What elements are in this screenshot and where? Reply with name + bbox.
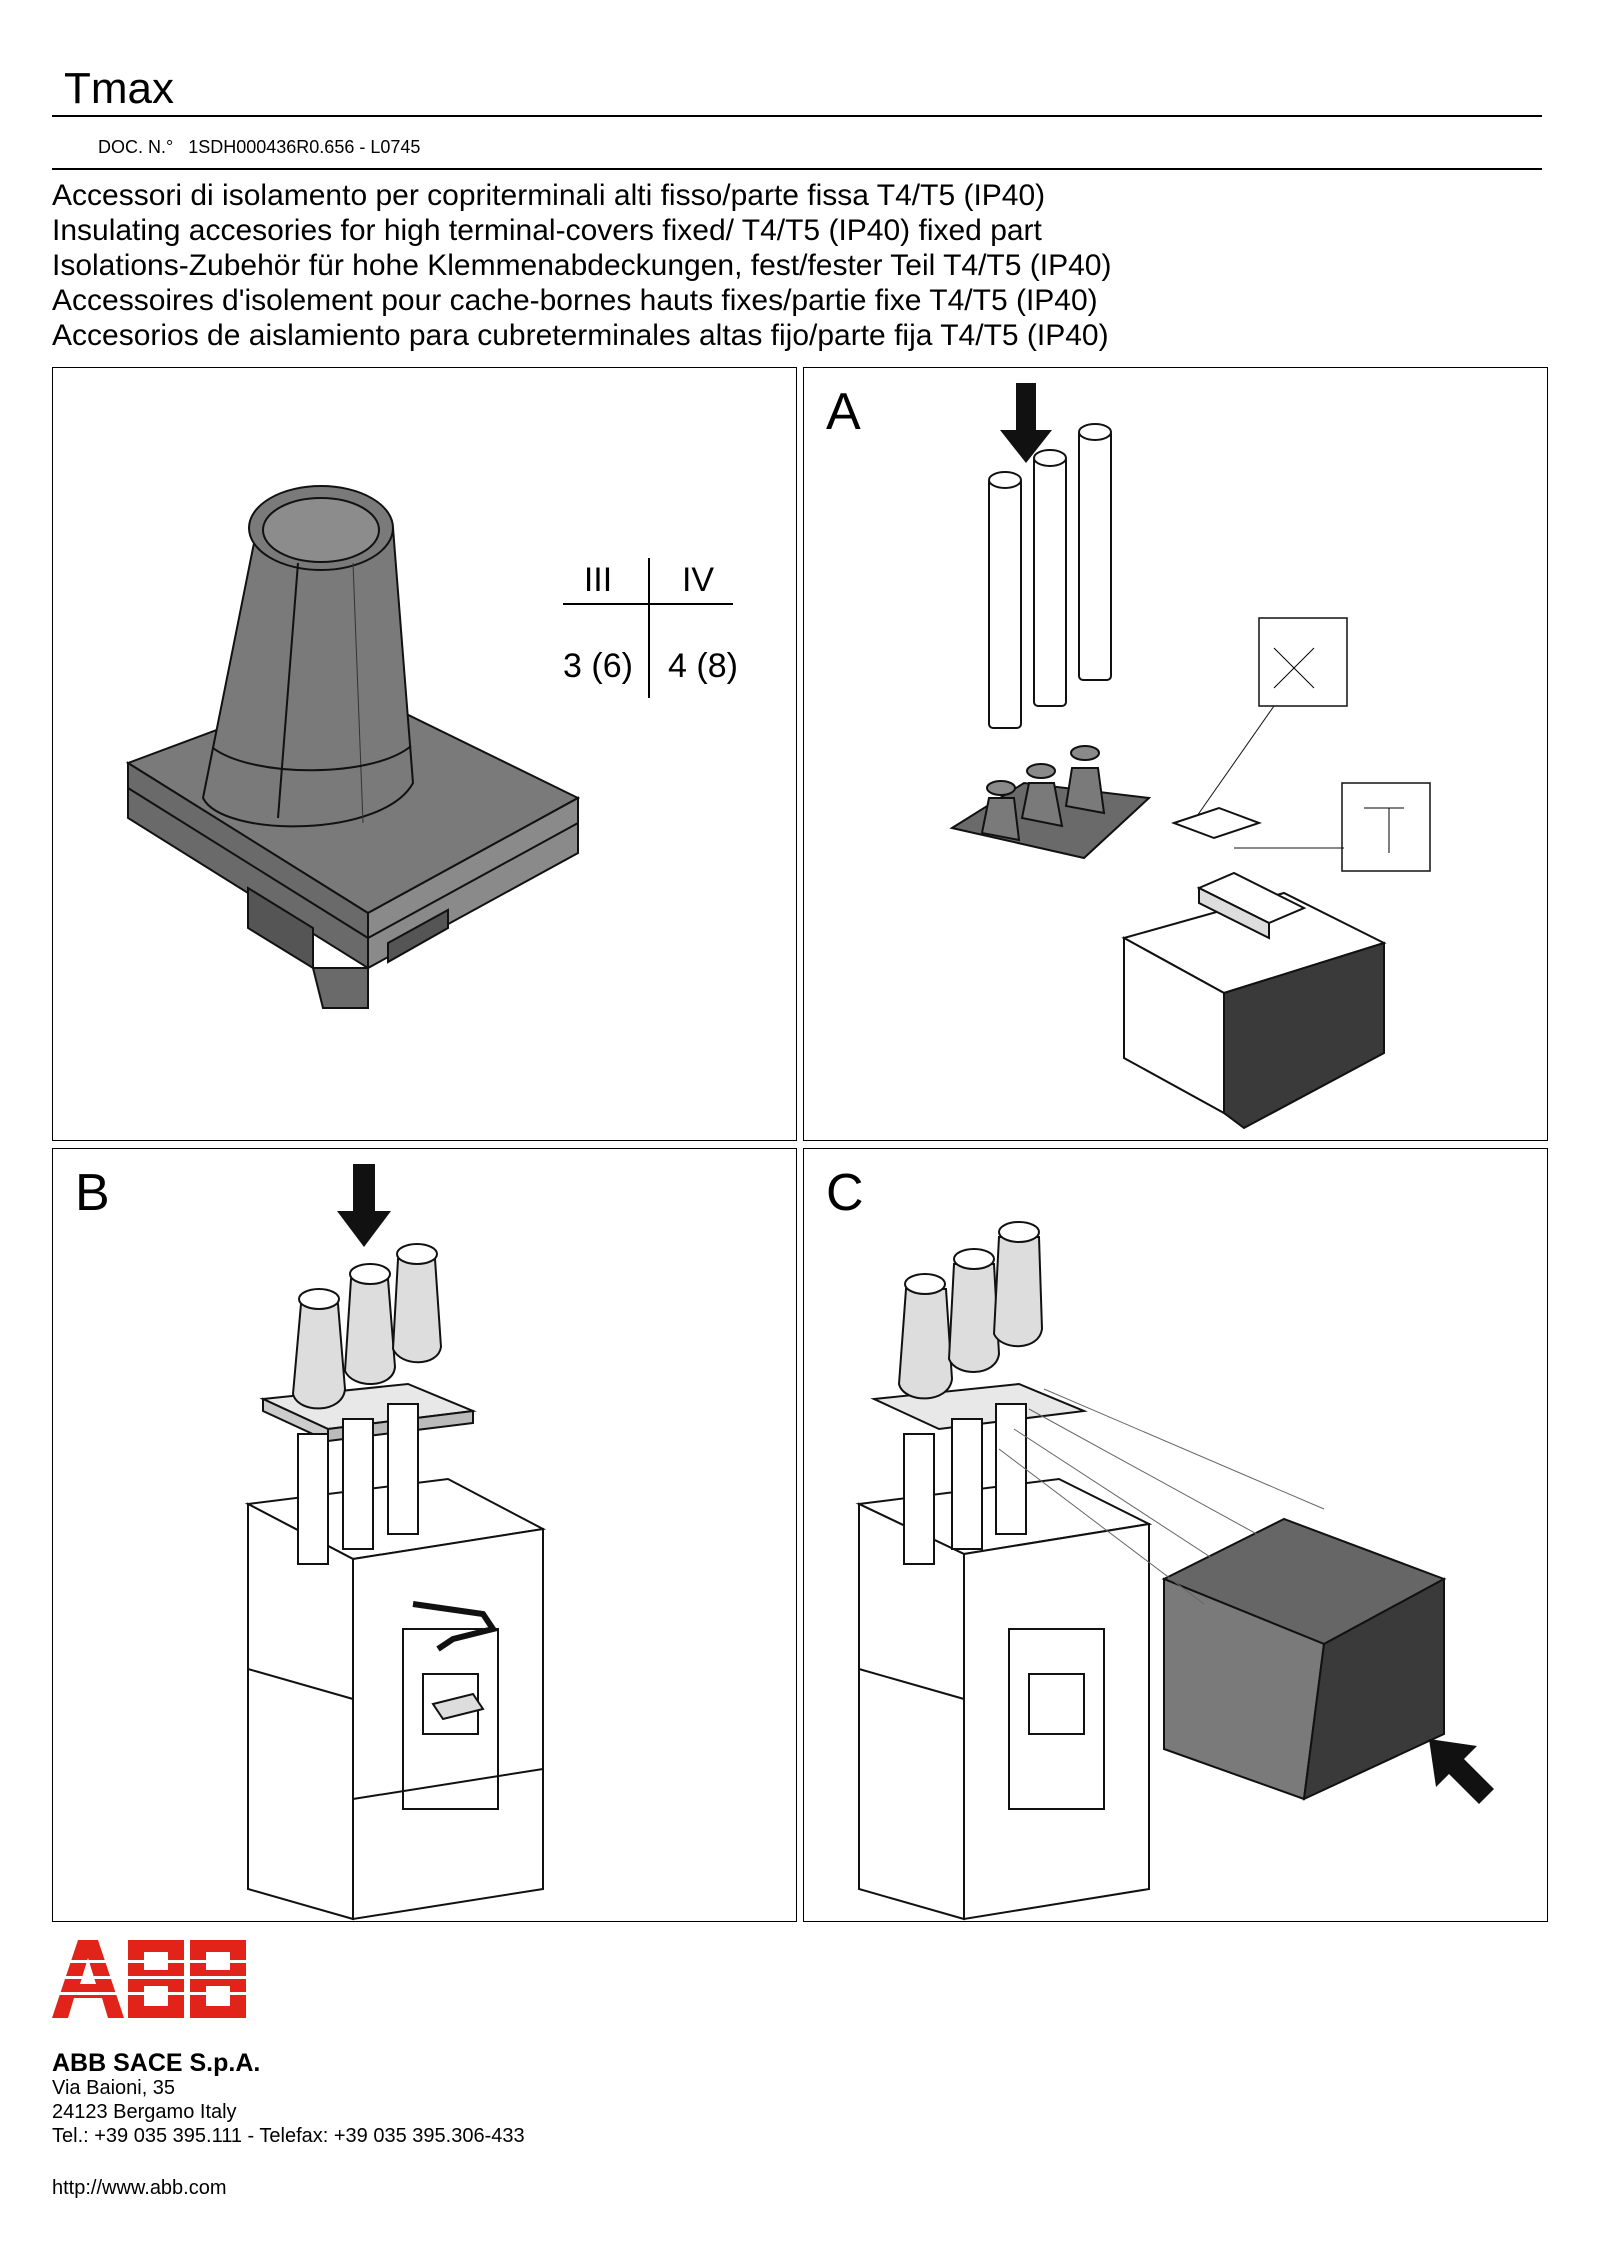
step-a-illustration	[949, 383, 1431, 1130]
company-name: ABB SACE S.p.A.	[52, 2049, 261, 2077]
insert-arrow-icon	[1429, 1739, 1494, 1804]
panel-b: B	[52, 1148, 797, 1922]
description-fr: Accessoires d'isolement pour cache-borne…	[52, 284, 1098, 317]
contact-phone: Tel.: +39 035 395.111 - Telefax: +39 035…	[52, 2125, 525, 2147]
value-iv: 4 (8)	[668, 647, 738, 685]
insulating-accessory-illustration	[125, 485, 581, 1009]
down-arrow-icon	[337, 1164, 391, 1247]
header-iii: III	[583, 561, 613, 599]
down-arrow-icon	[1000, 383, 1052, 463]
table-divider-v	[648, 558, 650, 698]
panel-a: A	[803, 367, 1548, 1141]
description-it: Accessori di isolamento per copritermina…	[52, 179, 1046, 212]
header-rule	[52, 115, 1542, 117]
panel-accessory: III IV 3 (6) 4 (8)	[52, 367, 797, 1141]
value-iii: 3 (6)	[563, 647, 633, 685]
header-iv: IV	[681, 561, 715, 599]
doc-rule	[52, 168, 1542, 170]
quantity-table: III IV 3 (6) 4 (8)	[553, 558, 753, 708]
description-block: Accessori di isolamento per copritermina…	[52, 178, 1111, 353]
website-link[interactable]: http://www.abb.com	[52, 2177, 227, 2199]
doc-number-line: DOC. N.° 1SDH000436R0.656 - L0745	[98, 136, 420, 158]
description-de: Isolations-Zubehör für hohe Klemmenabdec…	[52, 249, 1112, 282]
step-b-illustration	[244, 1164, 547, 1921]
abb-logo	[52, 1940, 252, 2025]
panel-b-label: B	[75, 1164, 110, 1222]
step-c-illustration	[855, 1221, 1494, 1921]
address-street: Via Baioni, 35	[52, 2077, 176, 2099]
doc-label: DOC. N.°	[98, 137, 174, 157]
document-title: Tmax	[64, 64, 174, 113]
description-es: Accesorios de aislamiento para cubreterm…	[52, 319, 1109, 352]
table-divider-h	[563, 603, 733, 605]
abb-logo-icon	[52, 1940, 252, 2018]
panel-c-label: C	[826, 1164, 864, 1222]
panel-c: C	[803, 1148, 1548, 1922]
doc-number: 1SDH000436R0.656 - L0745	[188, 137, 421, 157]
panel-a-label: A	[826, 383, 861, 441]
description-en: Insulating accesories for high terminal-…	[52, 214, 1042, 247]
address-city: 24123 Bergamo Italy	[52, 2101, 237, 2123]
